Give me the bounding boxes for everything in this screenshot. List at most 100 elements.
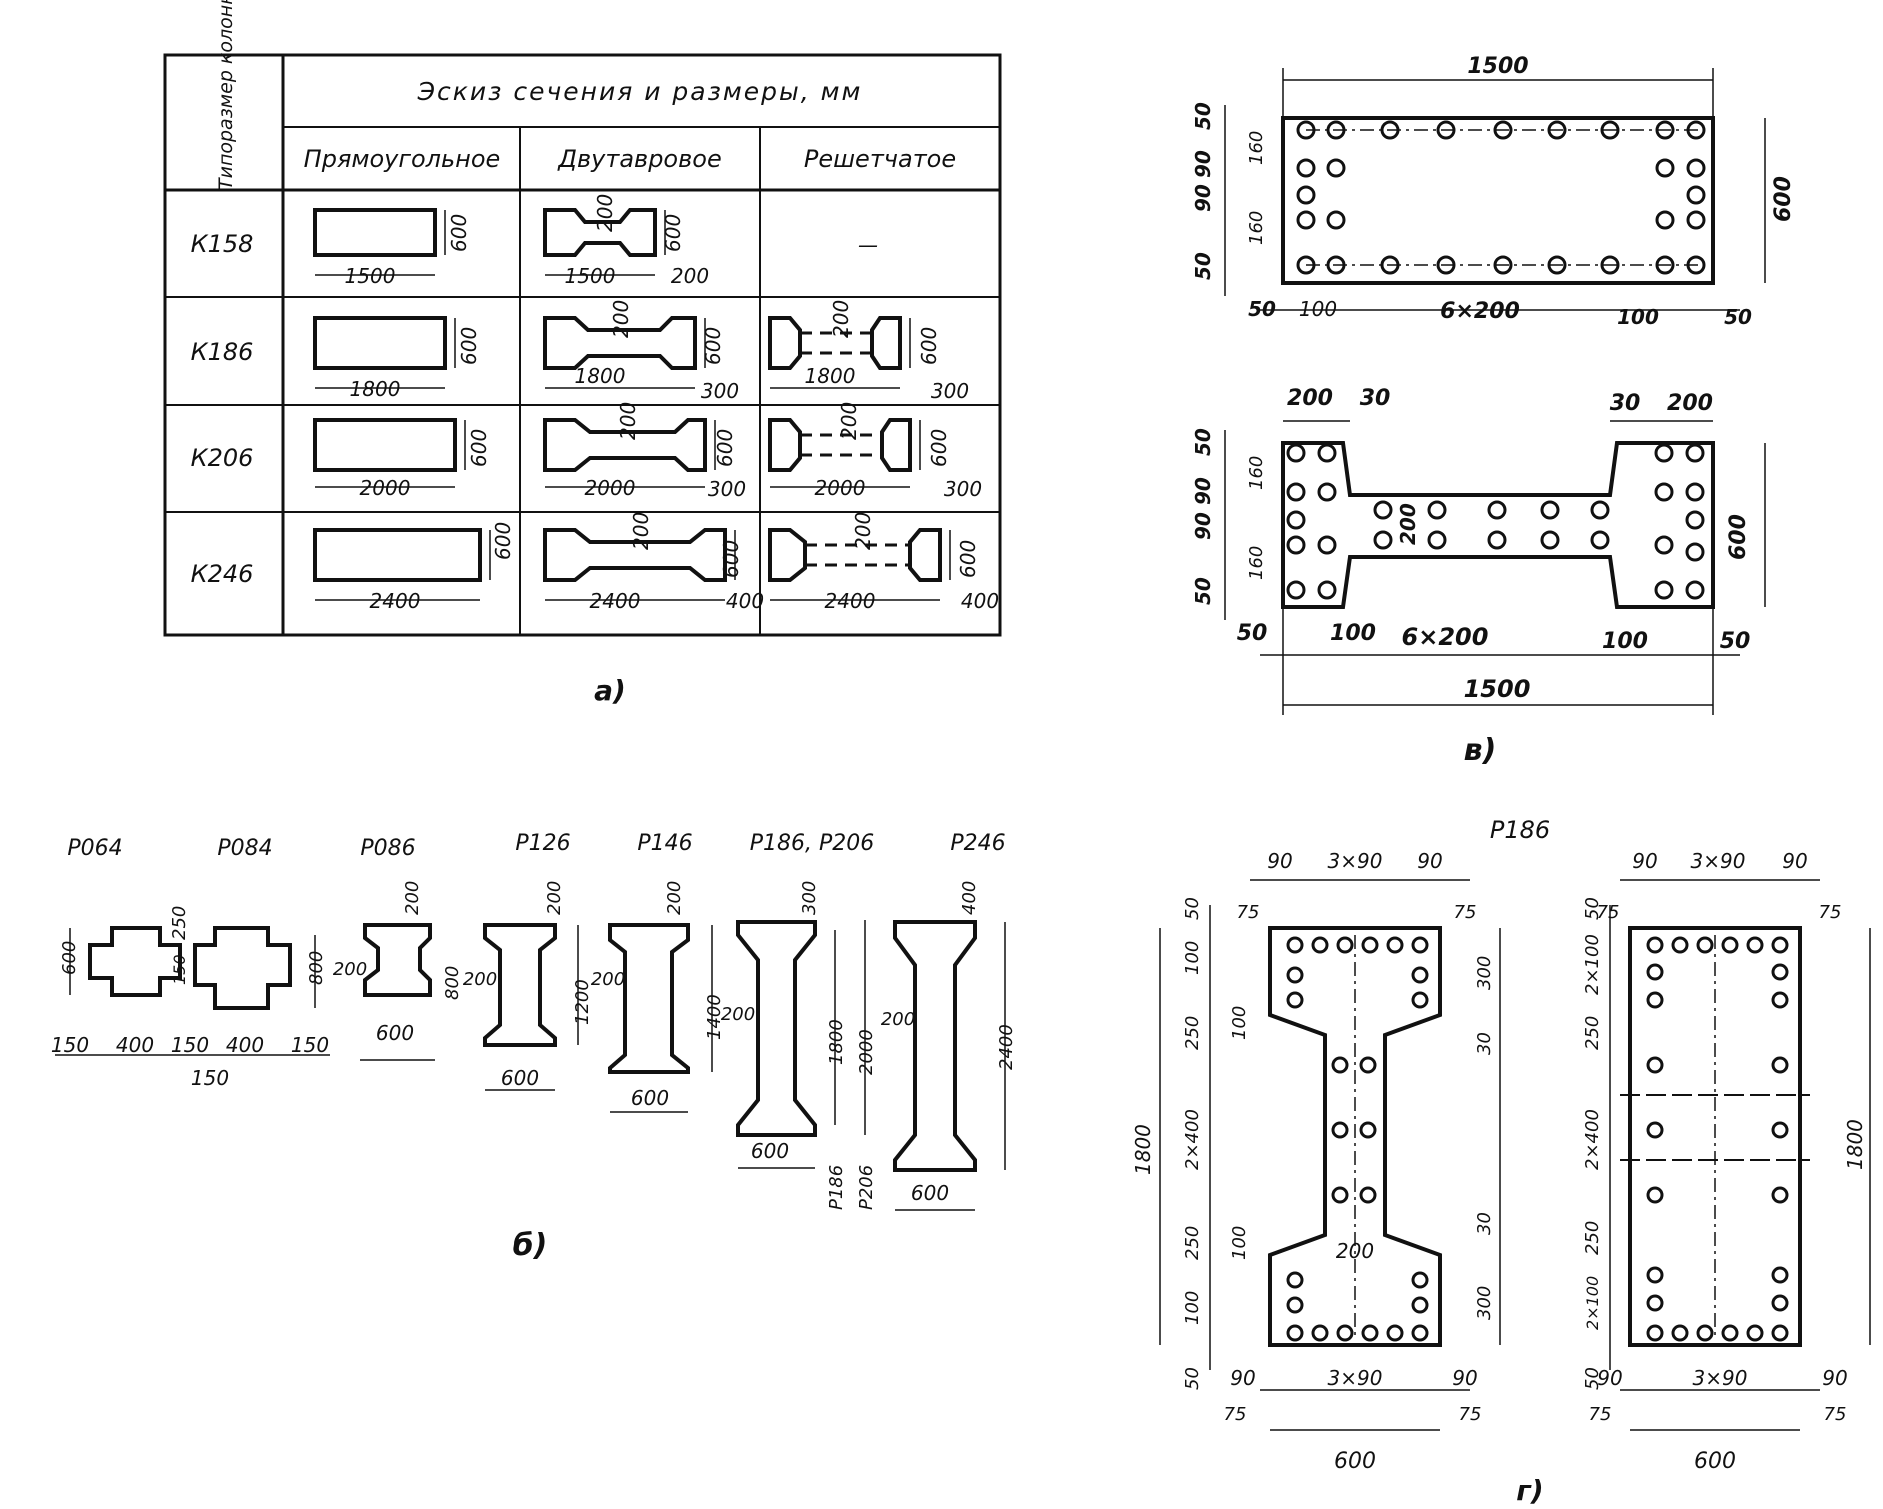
dim-label: 300 xyxy=(1474,1286,1495,1320)
dim-label: 300 xyxy=(944,477,982,501)
dim-label: 1800 xyxy=(826,1019,847,1065)
dim-label: 1200 xyxy=(572,979,593,1025)
dim-label: 1400 xyxy=(704,994,725,1040)
dim-label: 1800 xyxy=(575,364,626,388)
g-left-dim-lines xyxy=(1159,879,1501,1431)
dim-label: 600 xyxy=(956,540,980,578)
dim-label: 600 xyxy=(1771,176,1796,222)
dim-label: 300 xyxy=(1474,956,1495,990)
section-label: Р126 xyxy=(515,831,570,856)
dim-label: 3×90 xyxy=(1328,1366,1383,1390)
dim-label: 1800 xyxy=(805,364,856,388)
dim-label: 200 xyxy=(837,402,861,440)
dim-label: 50 xyxy=(1182,897,1203,920)
dim-label: 90 xyxy=(1822,1366,1847,1390)
dim-label: 200 xyxy=(544,881,565,915)
dim-label: 200 xyxy=(1287,386,1333,411)
dim-label: 300 xyxy=(701,379,739,403)
dim-label: 400 xyxy=(226,1033,264,1057)
section-shape xyxy=(88,920,977,1172)
dim-label: 75 xyxy=(1459,1404,1482,1425)
dim-label: 50 xyxy=(1724,305,1752,329)
table-header-lattice: Решетчатое xyxy=(804,145,956,173)
dim-label: Р186 xyxy=(826,1165,847,1210)
dim-label: 200 xyxy=(591,969,625,990)
dim-label: 50 xyxy=(1720,629,1751,654)
dim-label: 2×100 xyxy=(1582,934,1603,995)
dim-label: 150 xyxy=(291,1033,329,1057)
dim-label: 600 xyxy=(491,522,515,560)
bolt-holes-bottom xyxy=(1286,443,1705,600)
dim-label: 50 xyxy=(1182,1367,1203,1390)
dim-label: 600 xyxy=(1334,1449,1376,1474)
dim-label: 6×200 xyxy=(1440,299,1520,324)
dim-label: 50 xyxy=(1191,577,1215,605)
section-label: Р084 xyxy=(217,836,272,861)
dim-label: 30 xyxy=(1474,1212,1495,1235)
dim-label: 200 xyxy=(851,512,875,550)
dim-label: 200 xyxy=(402,881,423,915)
lattice-dim-lines xyxy=(770,318,951,601)
dim-label: 2000 xyxy=(360,476,411,500)
section-label: Р186, Р206 xyxy=(750,831,875,856)
section-label: Р086 xyxy=(360,836,415,861)
dim-label: 100 xyxy=(1229,1006,1250,1040)
dim-label: 50 xyxy=(1191,428,1215,456)
dim-label: 100 xyxy=(1182,1291,1203,1325)
dim-label: 600 xyxy=(376,1021,414,1045)
dim-label: 75 xyxy=(1824,1404,1847,1425)
dim-label: 200 xyxy=(721,1004,755,1025)
dim-label: 200 xyxy=(593,194,617,232)
dim-label: 100 xyxy=(1330,621,1376,646)
dim-label: 2000 xyxy=(856,1029,877,1075)
table-header-size: Типоразмер колонны xyxy=(215,0,237,190)
ibeam-section-sketch xyxy=(543,208,727,582)
panel-a-table: Типоразмер колонны Эскиз сечения и разме… xyxy=(163,0,1002,707)
dim-label: 150 xyxy=(171,1033,209,1057)
dim-label: 75 xyxy=(1224,1404,1247,1425)
section-label: Р246 xyxy=(950,831,1005,856)
section-dim-lines xyxy=(55,920,1006,1211)
dim-label: 2400 xyxy=(825,589,876,613)
dim-label: 100 xyxy=(1602,629,1648,654)
dim-label: 50 xyxy=(1248,297,1276,321)
dim-label: 600 xyxy=(501,1066,539,1090)
dim-label: 90 xyxy=(1452,1366,1477,1390)
dim-label: 150 xyxy=(170,954,189,985)
dim-label: 600 xyxy=(59,941,80,975)
caption-b: б) xyxy=(513,1228,548,1263)
dim-label: 75 xyxy=(1597,902,1620,923)
dim-label: 2400 xyxy=(590,589,641,613)
dim-label: 200 xyxy=(1396,503,1420,545)
dim-label: 2×400 xyxy=(1582,1109,1603,1170)
dim-label: 200 xyxy=(463,969,497,990)
dim-label: 75 xyxy=(1589,1404,1612,1425)
dim-label: 50 xyxy=(1237,621,1268,646)
dim-label: 600 xyxy=(1694,1449,1736,1474)
table-header-main: Эскиз сечения и размеры, мм xyxy=(417,77,863,106)
dim-label: 6×200 xyxy=(1402,623,1489,651)
dim-label: 1500 xyxy=(1464,675,1531,703)
dim-label: 1500 xyxy=(345,264,396,288)
panel-g-details: Р186 90 3×90 90 75 75 50 100 250 2×40 xyxy=(1131,816,1871,1507)
bolt-holes-top xyxy=(1296,120,1706,275)
dim-label: 50 xyxy=(1582,1367,1603,1390)
dim-label: 200 xyxy=(881,1009,915,1030)
dim-label: 75 xyxy=(1819,902,1842,923)
dim-label: 30 xyxy=(1474,1032,1495,1055)
dim-label: 200 xyxy=(333,959,367,980)
dim-label: 30 xyxy=(1360,386,1391,411)
caption-g: г) xyxy=(1516,1474,1543,1507)
dim-label: 90 xyxy=(1191,477,1215,505)
dim-label: 300 xyxy=(708,477,746,501)
dim-label: 600 xyxy=(917,327,941,365)
dim-label: 200 xyxy=(609,300,633,338)
lattice-section-sketch xyxy=(768,316,942,582)
p186-left-outline xyxy=(1268,926,1442,1347)
table-header-rect: Прямоугольное xyxy=(304,145,501,173)
dim-label: 75 xyxy=(1237,902,1260,923)
dim-label: 600 xyxy=(631,1086,669,1110)
dim-label: 100 xyxy=(1182,941,1203,975)
dim-label: 600 xyxy=(467,429,491,467)
row-name: К246 xyxy=(191,560,254,588)
